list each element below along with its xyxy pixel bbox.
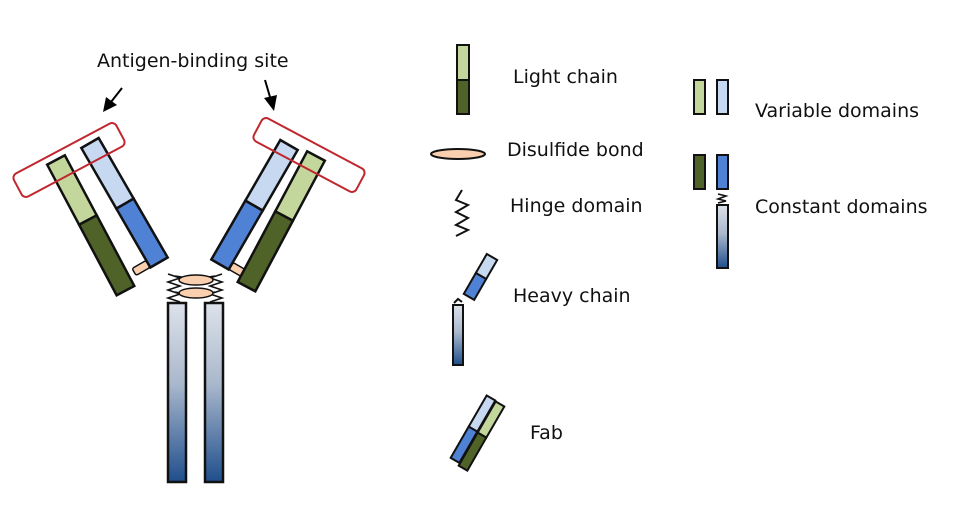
constant-domains-icon — [693, 154, 729, 269]
left-light-variable — [45, 153, 99, 227]
legend-label: Light chain — [513, 66, 618, 88]
legend-label: Hinge domain — [510, 195, 643, 217]
disulfide-bond-hinge-bottom — [178, 287, 214, 299]
left-heavy-variable — [79, 136, 136, 211]
disulfide-bond-icon — [430, 148, 486, 160]
arrow-right-icon — [264, 79, 277, 111]
hinge-icon — [453, 189, 471, 237]
fc-heavy-chain-left — [166, 301, 188, 484]
heavy-chain-icon — [452, 252, 499, 366]
right-fab-arm — [209, 117, 366, 294]
legend-label: Constant domains — [755, 196, 928, 218]
arrow-left-icon — [103, 87, 123, 112]
fc-heavy-chain-right — [203, 301, 225, 484]
legend-label: Disulfide bond — [507, 139, 644, 161]
legend-label: Variable domains — [755, 100, 919, 122]
fab-icon — [449, 394, 506, 472]
light-chain-icon — [456, 44, 470, 115]
variable-domains-icon — [693, 79, 729, 115]
legend-item-light-chain: Light chain — [456, 44, 618, 115]
legend-item-constant-domains: Constant domains — [693, 154, 928, 269]
legend-item-heavy-chain: Heavy chain — [452, 252, 631, 366]
disulfide-bond-hinge-top — [178, 274, 214, 286]
legend-item-fab: Fab — [449, 394, 563, 472]
antigen-binding-site-label: Antigen-binding site — [97, 50, 289, 72]
left-heavy-constant — [114, 196, 170, 270]
legend-item-disulfide-bond: Disulfide bond — [430, 139, 644, 161]
legend-item-variable-domains: Variable domains — [693, 79, 919, 122]
antigen-binding-site-left-box — [12, 122, 126, 198]
left-fab-arm — [12, 122, 170, 298]
legend-label: Heavy chain — [513, 285, 631, 307]
antigen-binding-site-right-box — [252, 117, 366, 193]
right-light-constant — [235, 209, 295, 294]
right-heavy-constant — [209, 198, 265, 272]
left-light-constant — [77, 213, 137, 298]
legend-label: Fab — [530, 422, 563, 444]
legend-item-hinge-domain: Hinge domain — [453, 189, 643, 237]
